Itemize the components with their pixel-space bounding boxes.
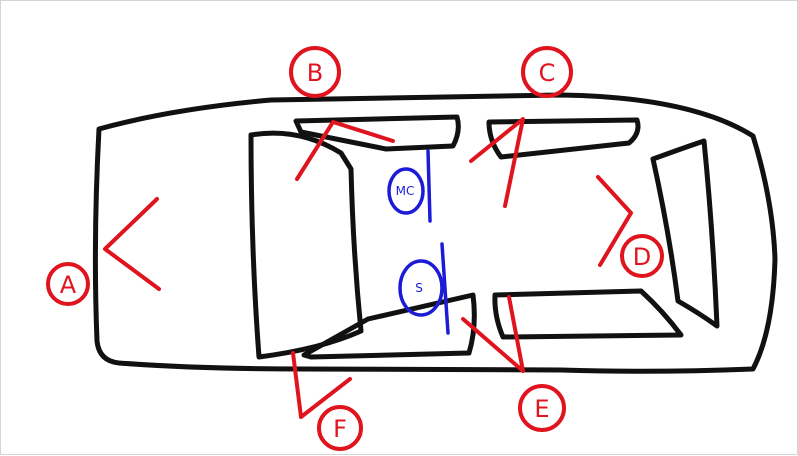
angle-b-mark [297,122,393,179]
seat-mc: MC [389,151,430,221]
angle-c-label: C [539,59,556,87]
car-body [95,95,775,371]
angle-d: D [598,177,662,276]
seat-s: S [400,244,448,333]
left-rear-window [489,120,638,157]
rear-window [653,141,717,326]
angle-d-label: D [633,243,651,271]
angle-c: C [471,48,571,206]
angle-e: E [463,297,564,430]
seat-s-label: S [415,281,423,295]
angle-b-label: B [307,59,323,87]
angle-c-mark [471,119,523,206]
angle-a-mark [105,199,159,289]
angle-e-label: E [534,395,549,423]
seat-mc-label: MC [396,184,415,198]
angle-a-label: A [60,271,77,299]
angle-a: A [48,199,159,304]
car-outline [95,95,775,371]
angle-f-label: F [333,415,347,443]
angle-b: B [291,48,393,179]
seat-mc-back [428,151,430,221]
angle-d-mark [598,177,631,265]
right-rear-window [495,291,681,337]
